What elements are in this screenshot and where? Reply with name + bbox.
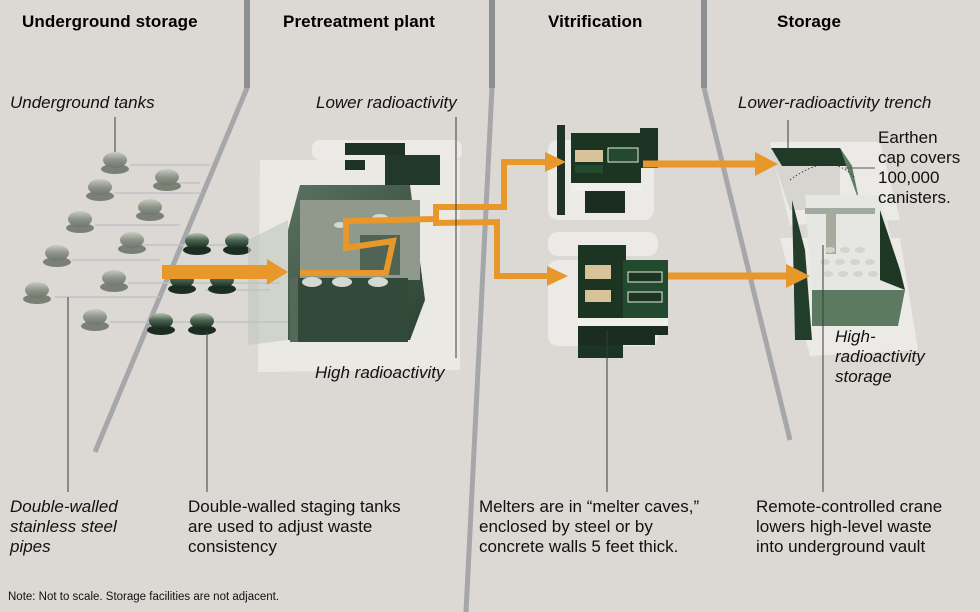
staging-tank-icon <box>188 313 216 335</box>
divider-1 <box>92 0 250 453</box>
section-dividers <box>92 0 793 612</box>
caption-melters: Melters are in “melter caves,” enclosed … <box>479 497 699 557</box>
earthen-cap-arc <box>789 164 856 181</box>
label-line: canisters. <box>878 188 951 207</box>
flow-arrow-head <box>786 264 810 288</box>
caption-line: concrete walls 5 feet thick. <box>479 537 679 556</box>
divider-3 <box>701 0 793 441</box>
tank-icon <box>86 179 114 201</box>
storage-vault <box>771 148 905 340</box>
caption-line: consistency <box>188 537 277 556</box>
tank-icon <box>118 232 146 254</box>
tank-icon <box>153 169 181 191</box>
vitrification-building-1 <box>557 125 658 215</box>
caption-line: Double-walled <box>10 497 118 516</box>
flow-arrow-to-pretreatment <box>162 259 288 285</box>
flow-arrow-head <box>545 152 566 172</box>
label-line: cap covers <box>878 148 961 167</box>
caption-line: stainless steel <box>10 517 117 536</box>
vitrification-building-2 <box>578 245 668 358</box>
caption-line: enclosed by steel or by <box>479 517 653 536</box>
label-high-radioactivity: High radioactivity <box>315 363 445 382</box>
section-header-underground-storage: Underground storage <box>22 12 198 31</box>
caption-line: Remote-controlled crane <box>756 497 943 516</box>
label-line: High- <box>835 327 876 346</box>
flow-path-to-vitrification-1 <box>300 159 558 276</box>
divider-3-top <box>701 0 707 88</box>
tank-icon <box>100 270 128 292</box>
label-line: 100,000 <box>878 168 940 187</box>
label-underground-tanks: Underground tanks <box>10 93 155 112</box>
caption-crane: Remote-controlled crane lowers high-leve… <box>756 497 942 557</box>
tank-icon <box>43 245 71 267</box>
divider-1-top <box>244 0 250 88</box>
caption-line: are used to adjust waste <box>188 517 373 536</box>
footnote: Note: Not to scale. Storage facilities a… <box>8 591 280 603</box>
staging-tank-icon <box>223 233 251 255</box>
divider-2-top <box>489 0 495 88</box>
label-lower-radioactivity-trench: Lower-radioactivity trench <box>738 93 932 112</box>
label-line: radioactivity <box>835 347 925 366</box>
label-line: Earthen <box>878 128 938 147</box>
label-high-radioactivity-storage: High- radioactivity storage <box>835 327 925 387</box>
waste-flow-arrows <box>162 152 810 288</box>
caption-staging-tanks: Double-walled staging tanks are used to … <box>188 497 401 557</box>
tank-icon <box>23 282 51 304</box>
staging-tank-icon <box>183 233 211 255</box>
section-header-storage: Storage <box>777 12 841 31</box>
caption-pipes: Double-walled stainless steel pipes <box>10 497 118 557</box>
canisters <box>820 247 878 277</box>
caption-line: lowers high-level waste <box>756 517 932 536</box>
caption-line: pipes <box>10 537 51 556</box>
label-line: storage <box>835 367 892 386</box>
staging-tank-icon <box>147 313 175 335</box>
caption-line: Double-walled staging tanks <box>188 497 401 516</box>
caption-line: into underground vault <box>756 537 926 556</box>
section-header-vitrification: Vitrification <box>548 12 643 31</box>
leader-lines <box>67 117 875 492</box>
pad <box>548 232 658 256</box>
tank-icon <box>101 152 129 174</box>
label-lower-radioactivity: Lower radioactivity <box>316 93 457 112</box>
caption-line: Melters are in “melter caves,” <box>479 497 700 516</box>
flow-path-to-vitrification-2 <box>433 218 555 279</box>
tank-icon <box>81 309 109 331</box>
tank-icon <box>66 211 94 233</box>
flow-arrow-head <box>547 266 568 286</box>
underground-tanks <box>23 152 181 331</box>
flow-arrow-head <box>755 152 778 176</box>
label-earthen-cap: Earthen cap covers 100,000 canisters. <box>878 128 960 208</box>
tank-icon <box>136 199 164 221</box>
section-header-pretreatment-plant: Pretreatment plant <box>283 12 436 31</box>
